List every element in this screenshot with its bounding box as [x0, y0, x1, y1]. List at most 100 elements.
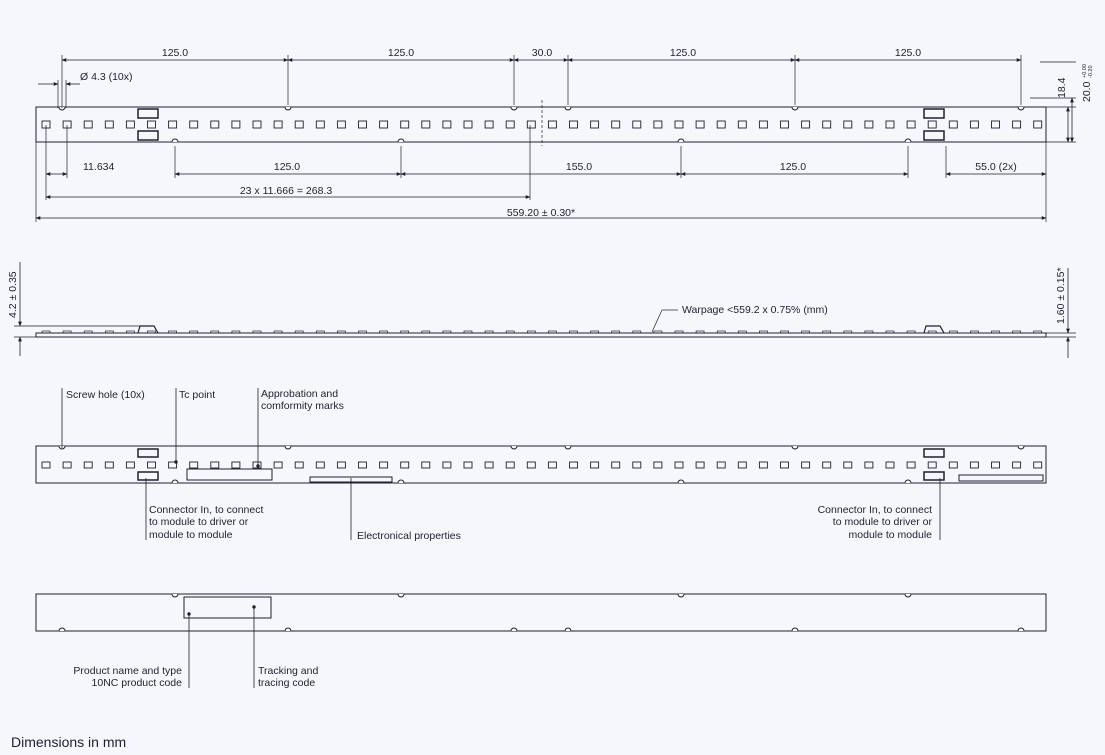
led-icon	[252, 461, 262, 469]
led-icon	[843, 461, 853, 469]
side-led-icon	[780, 330, 789, 334]
side-led-icon	[611, 330, 621, 334]
side-led-icon	[548, 330, 557, 334]
side-led-icon	[147, 330, 156, 334]
screw-notch-icon	[677, 593, 685, 598]
side-led-icon	[62, 330, 72, 334]
led-icon	[294, 461, 304, 469]
side-led-icon	[189, 330, 199, 334]
tracking-label-1: Tracking and	[258, 665, 318, 677]
led-icon	[822, 461, 832, 469]
led-icon	[231, 120, 241, 129]
led-icon	[843, 120, 853, 129]
led-icon	[547, 461, 557, 469]
screw-notch-icon	[564, 627, 572, 632]
dim-mid-2: 125.0	[274, 161, 300, 173]
approbation-marks-box	[186, 468, 273, 481]
screw-notch-icon	[791, 627, 799, 632]
connector-left-label-1: Connector In, to connect	[149, 504, 263, 516]
side-led-icon	[83, 330, 93, 334]
led-icon	[379, 461, 389, 469]
dim-mid-3: 155.0	[566, 161, 592, 173]
led-icon	[210, 120, 220, 129]
side-connector-right	[923, 325, 945, 334]
dim-top-5: 125.0	[895, 47, 921, 59]
led-icon	[611, 461, 621, 469]
led-icon	[273, 120, 283, 129]
product-name-label-1: Product name and type	[73, 665, 182, 677]
led-icon	[716, 461, 726, 469]
screw-notch-icon	[904, 593, 912, 598]
side-led-icon	[822, 330, 832, 334]
dim-mid-5: 55.0 (2x)	[975, 161, 1016, 173]
screw-notch-icon	[791, 106, 799, 111]
led-icon	[1012, 120, 1022, 129]
led-icon	[336, 461, 346, 469]
screw-notch-icon	[58, 106, 66, 111]
led-icon	[400, 120, 410, 129]
side-led-icon	[948, 330, 958, 334]
led-icon	[674, 120, 684, 129]
led-icon	[62, 461, 72, 469]
led-icon	[273, 461, 283, 469]
led-icon	[358, 120, 367, 129]
led-icon	[421, 120, 431, 129]
side-led-icon	[463, 330, 473, 334]
side-led-icon	[337, 330, 346, 334]
led-icon	[41, 461, 51, 469]
led-icon	[632, 120, 642, 129]
side-view	[14, 262, 1076, 358]
side-led-icon	[1012, 330, 1021, 334]
led-icon	[379, 120, 389, 129]
led-icon	[189, 461, 199, 469]
led-icon	[547, 120, 557, 129]
side-board-profile	[35, 332, 1047, 338]
led-icon	[948, 120, 958, 129]
side-height-label: 4.2 ± 0.35	[7, 271, 19, 318]
led-icon	[505, 461, 515, 469]
led-icon	[83, 120, 93, 129]
side-led-icon	[927, 330, 937, 334]
component-notches-bottom	[171, 479, 912, 484]
side-led-icon	[653, 330, 663, 334]
screw-notch-icon	[677, 138, 685, 143]
side-led-icon	[864, 330, 874, 334]
top-screw-notches	[58, 106, 1025, 111]
led-icon	[505, 120, 515, 129]
led-icon	[1012, 461, 1022, 469]
screw-notch-icon	[564, 106, 572, 111]
led-icon	[168, 461, 178, 469]
side-led-icon	[906, 330, 916, 334]
led-icon	[695, 120, 705, 129]
side-dimension-arrows	[18, 262, 1070, 358]
led-icon	[590, 120, 600, 129]
warpage-label: Warpage <559.2 x 0.75% (mm)	[682, 304, 828, 316]
back-view-labels: Product name and type 10NC product code …	[73, 665, 318, 689]
led-icon	[569, 120, 578, 129]
led-icon	[653, 461, 663, 469]
bottom-dimension-arrows	[35, 172, 1047, 220]
led-icon	[147, 120, 156, 129]
screw-notch-icon	[397, 593, 405, 598]
side-led-icon	[1033, 330, 1043, 334]
led-icon	[864, 461, 874, 469]
back-board-outline	[35, 593, 1047, 632]
side-led-icon	[168, 330, 177, 334]
led-icon	[780, 120, 789, 129]
component-connector-right-icon	[923, 448, 945, 481]
product-name-label-2: 10NC product code	[92, 677, 183, 689]
side-led-icon	[484, 330, 494, 334]
side-led-icon	[126, 330, 135, 334]
dim-top-4: 125.0	[670, 47, 696, 59]
led-icon	[125, 461, 135, 469]
height-inner-label: 18.4	[1056, 77, 1068, 98]
side-led-icon	[400, 330, 410, 334]
connector-right-label-3: module to module	[849, 529, 933, 541]
led-icon	[421, 461, 431, 469]
side-led-icon	[843, 330, 853, 334]
led-icon	[442, 120, 452, 129]
led-icon	[801, 461, 811, 469]
led-icon	[969, 120, 979, 129]
screw-notch-icon	[510, 106, 518, 111]
